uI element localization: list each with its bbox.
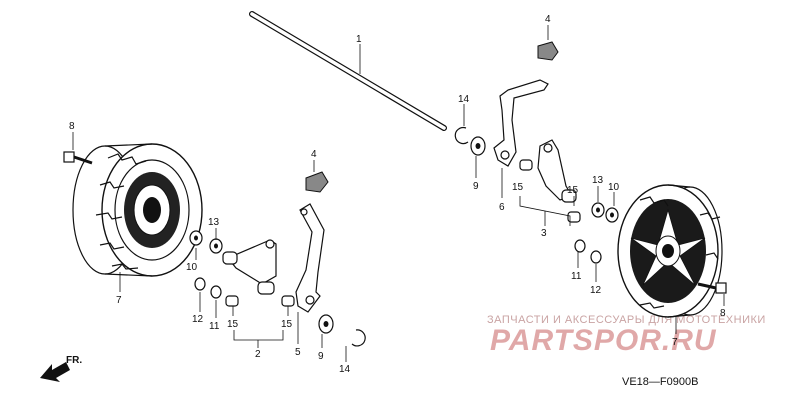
right-bracket	[537, 139, 577, 203]
right-wheel	[617, 184, 723, 318]
axle-rod	[249, 11, 447, 131]
callout-15-a: 15	[227, 319, 239, 330]
callout-11-right: 11	[571, 271, 582, 282]
callout-10-right: 10	[608, 182, 620, 193]
callout-10-left: 10	[186, 262, 198, 273]
diagram-code: VE18—F0900B	[622, 376, 698, 388]
callout-12-right: 12	[590, 285, 602, 296]
spacers	[225, 159, 581, 307]
front-direction-label: FR.	[66, 355, 82, 366]
left-bracket	[222, 239, 277, 295]
callout-4-right: 4	[545, 14, 551, 25]
callout-9-upper: 9	[473, 181, 479, 192]
callout-14-lower: 14	[339, 364, 351, 375]
callout-15-c: 15	[512, 182, 524, 193]
callout-7-right: 7	[672, 337, 678, 348]
grip-left	[305, 171, 329, 193]
callout-11-left: 11	[209, 321, 220, 332]
callout-15-b: 15	[281, 319, 293, 330]
leader-lines	[72, 25, 725, 362]
right-bolt	[697, 282, 727, 294]
callout-5: 5	[295, 347, 301, 358]
callout-labels: 1 2 3 4 4 5 6 7 7 8 8 9 9 10 10 11 11 12…	[69, 14, 726, 375]
callout-13-left: 13	[208, 217, 220, 228]
callout-2: 2	[255, 349, 261, 360]
left-bolt	[63, 151, 93, 165]
callout-12-left: 12	[192, 314, 204, 325]
washers	[189, 136, 619, 334]
watermark-text: ЗАПЧАСТИ И АКСЕССУАРЫ ДЛЯ МОТОТЕХНИКИ	[487, 314, 766, 326]
front-arrow-icon: FR.	[40, 355, 82, 382]
callout-14-upper: 14	[458, 94, 470, 105]
watermark-logo: PARTSPOR.RU	[490, 324, 717, 357]
callout-4-left: 4	[311, 149, 317, 160]
left-wheel	[72, 143, 203, 277]
grip-right	[537, 41, 559, 61]
callout-9-lower: 9	[318, 351, 324, 362]
clips	[351, 126, 469, 347]
right-lever	[493, 79, 549, 167]
left-lever	[295, 203, 325, 313]
callout-1: 1	[356, 34, 362, 45]
callout-13-right: 13	[592, 175, 604, 186]
callout-8-left: 8	[69, 121, 75, 132]
callout-7-left: 7	[116, 295, 122, 306]
callout-3: 3	[541, 228, 547, 239]
callout-6: 6	[499, 202, 505, 213]
callout-8-right: 8	[720, 308, 726, 319]
callout-15-d: 15	[567, 185, 579, 196]
